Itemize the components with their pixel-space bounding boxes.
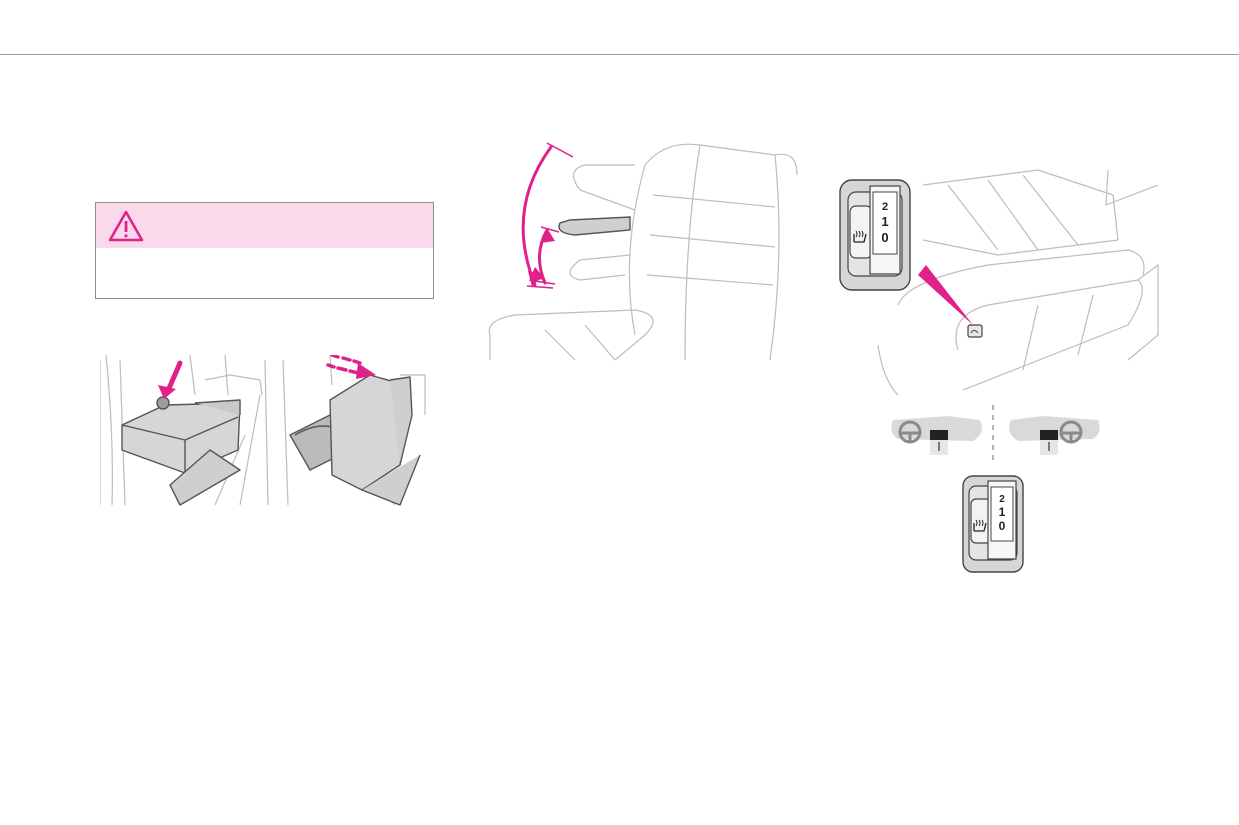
drive-side-diagram (891, 405, 1100, 460)
switch-scale-mid: 1 (881, 214, 888, 229)
detail-scale-top: 2 (999, 494, 1005, 505)
steering-wheel-icon (1059, 420, 1083, 444)
warning-triangle-icon (108, 210, 144, 242)
heated-seat-switch-detail: 2 1 0 (962, 475, 1024, 573)
seat-heating-icon (973, 519, 987, 532)
seat-heating-icon (853, 230, 867, 243)
rear-seat-fold-illustration (100, 355, 426, 506)
warning-header (96, 203, 433, 248)
detail-scale-bottom: 0 (999, 519, 1006, 533)
steering-wheel-icon (898, 420, 922, 444)
heated-seat-switch-illustration: 2 1 0 (839, 169, 1159, 396)
top-rule (0, 54, 1239, 55)
warning-box (95, 202, 434, 299)
switch-scale-bottom: 0 (881, 230, 888, 245)
detail-scale-mid: 1 (999, 505, 1006, 519)
switch-scale-top: 2 (882, 201, 888, 213)
armrest-adjustment-illustration (488, 142, 798, 361)
